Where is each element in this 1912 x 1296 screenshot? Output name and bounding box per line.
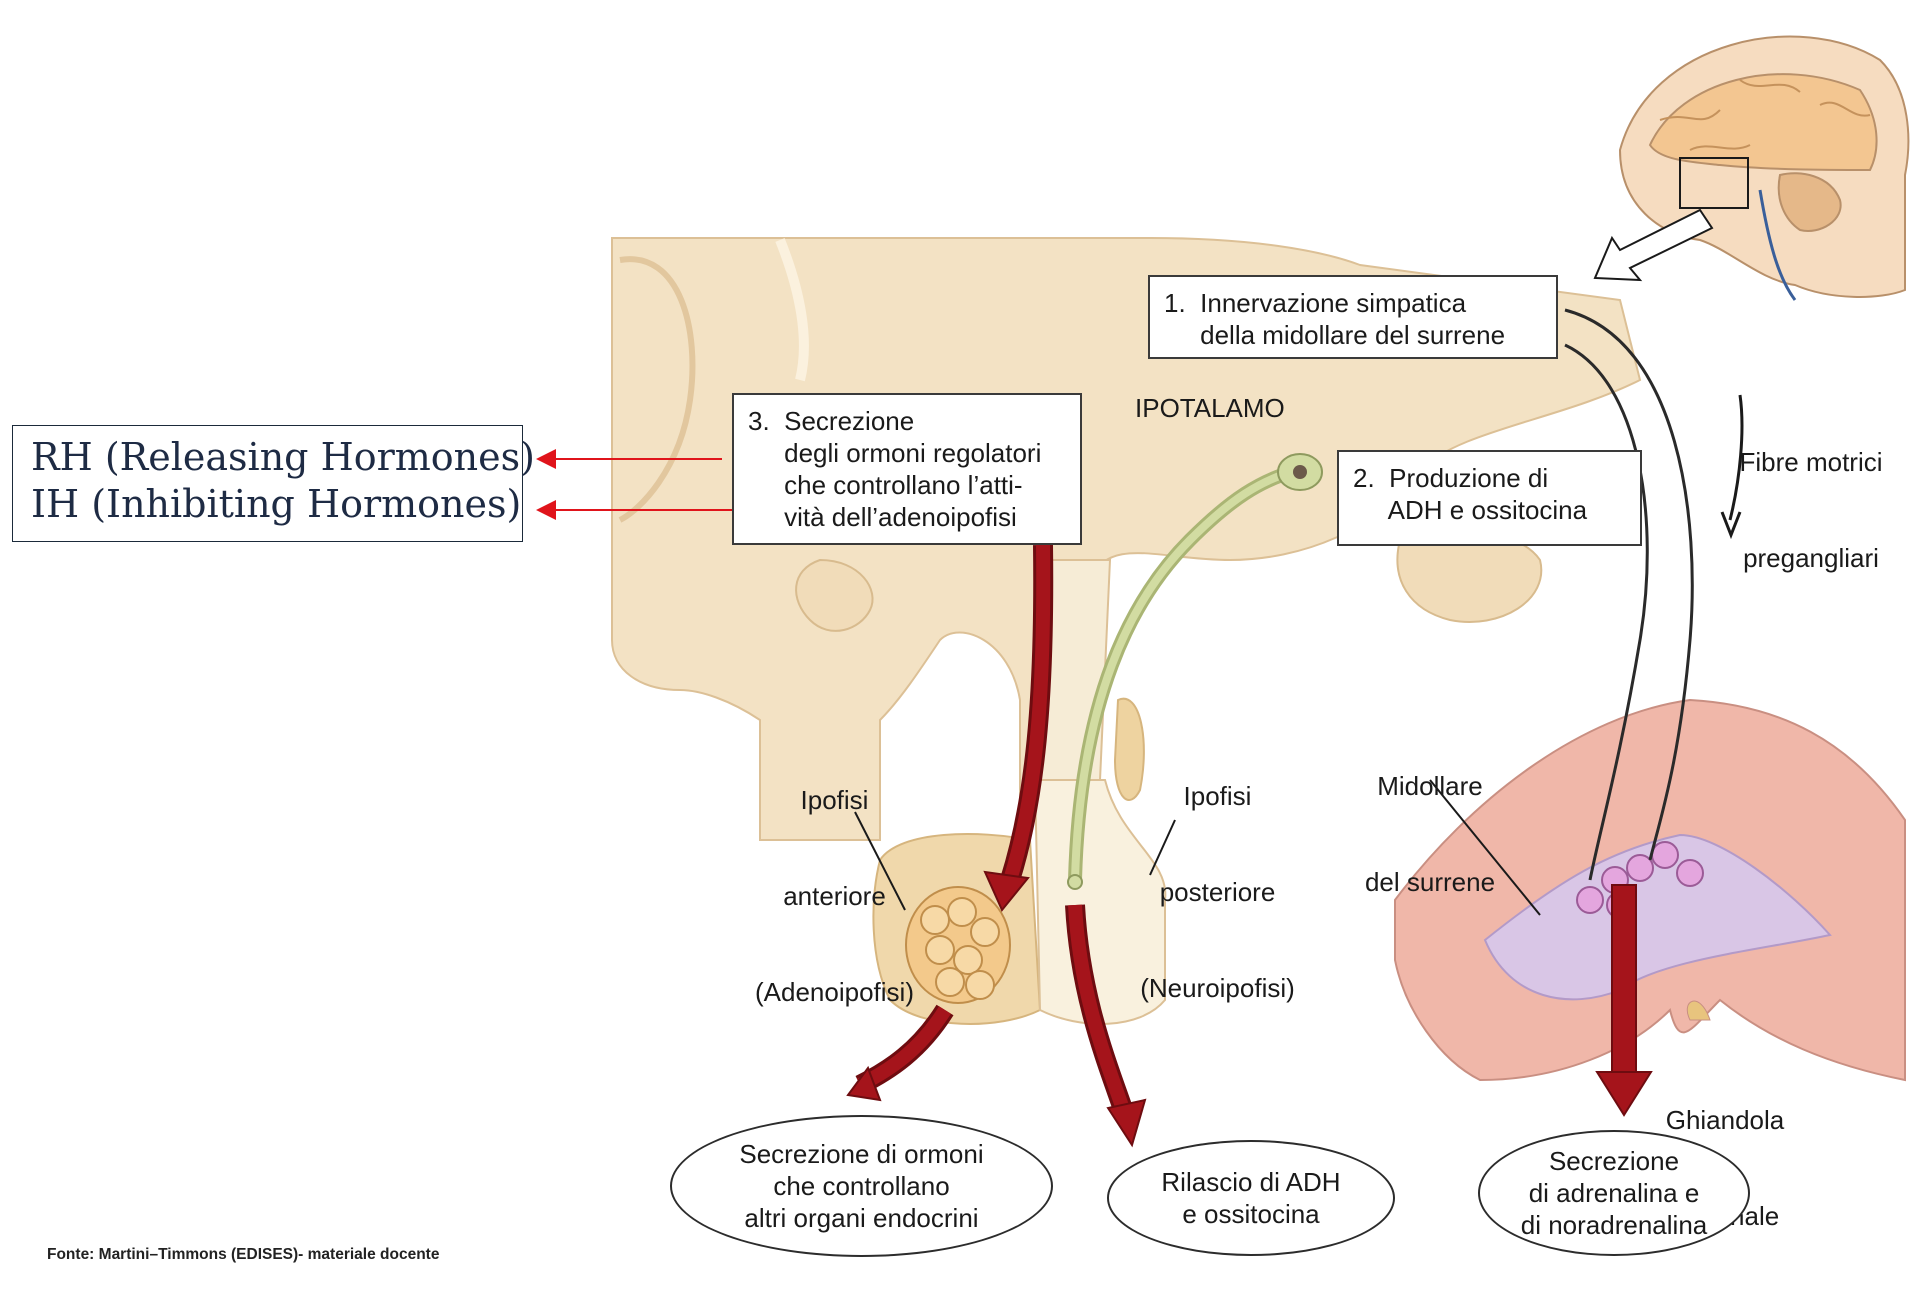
anterior-pituitary-line-3: (Adenoipofisi): [722, 976, 947, 1008]
outcome-2-line-1: Rilascio di ADH: [1161, 1166, 1340, 1198]
posterior-pituitary-label: Ipofisi posteriore (Neuroipofisi): [1125, 716, 1310, 1068]
motor-fibers-line-2: pregangliari: [1726, 542, 1896, 574]
outcome-3-line-3: di noradrenalina: [1521, 1209, 1707, 1241]
box-3-line-2: degli ormoni regolatori: [748, 437, 1066, 469]
box-3-line-4: vità dell’adenoipofisi: [748, 501, 1066, 533]
hypothalamus-label: IPOTALAMO: [1135, 392, 1285, 424]
outcome-adh-release: Rilascio di ADH e ossitocina: [1107, 1140, 1395, 1256]
adrenal-gland-line-1: Ghiandola: [1640, 1104, 1810, 1136]
box-regulatory-secretion: 3. Secrezione degli ormoni regolatori ch…: [732, 393, 1082, 545]
ih-label: IH (Inhibiting Hormones): [31, 481, 504, 528]
posterior-pituitary-line-2: posteriore: [1125, 876, 1310, 908]
box-1-line-1: 1. Innervazione simpatica: [1164, 287, 1542, 319]
outcome-3-line-2: di adrenalina e: [1529, 1177, 1700, 1209]
outcome-adrenaline-secretion: Secrezione di adrenalina e di noradrenal…: [1478, 1130, 1750, 1256]
box-1-line-2: della midollare del surrene: [1164, 319, 1542, 351]
outcome-2-line-2: e ossitocina: [1182, 1198, 1319, 1230]
source-credit: Fonte: Martini–Timmons (EDISES)- materia…: [47, 1246, 439, 1264]
anterior-pituitary-line-1: Ipofisi: [722, 784, 947, 816]
outcome-3-line-1: Secrezione: [1549, 1145, 1679, 1177]
box-3-line-3: che controllano l’atti-: [748, 469, 1066, 501]
adrenal-medulla-line-1: Midollare: [1340, 770, 1520, 802]
illustration: [0, 0, 1912, 1265]
motor-fibers-label: Fibre motrici pregangliari: [1726, 382, 1896, 638]
posterior-pituitary-line-3: (Neuroipofisi): [1125, 972, 1310, 1004]
box-2-line-2: ADH e ossitocina: [1353, 494, 1626, 526]
anterior-pituitary-line-2: anteriore: [722, 880, 947, 912]
box-3-line-1: 3. Secrezione: [748, 405, 1066, 437]
rh-label: RH (Releasing Hormones): [31, 434, 504, 481]
outcome-hormone-secretion: Secrezione di ormoni che controllano alt…: [670, 1115, 1053, 1257]
inset-brain-sagittal: [1595, 37, 1908, 300]
posterior-pituitary-line-1: Ipofisi: [1125, 780, 1310, 812]
hormone-annotation-box: RH (Releasing Hormones) IH (Inhibiting H…: [12, 425, 523, 542]
neuroendocrine-diagram: RH (Releasing Hormones) IH (Inhibiting H…: [0, 0, 1912, 1265]
motor-fibers-line-1: Fibre motrici: [1726, 446, 1896, 478]
outcome-1-line-1: Secrezione di ormoni: [739, 1138, 983, 1170]
adrenal-medulla-label: Midollare del surrene: [1340, 706, 1520, 962]
outcome-1-line-2: che controllano: [773, 1170, 949, 1202]
box-sympathetic-innervation: 1. Innervazione simpatica della midollar…: [1148, 275, 1558, 359]
anterior-pituitary-label: Ipofisi anteriore (Adenoipofisi): [722, 720, 947, 1072]
box-adh-production: 2. Produzione di ADH e ossitocina: [1337, 450, 1642, 546]
box-2-line-1: 2. Produzione di: [1353, 462, 1626, 494]
outcome-1-line-3: altri organi endocrini: [744, 1202, 978, 1234]
adrenal-medulla-line-2: del surrene: [1340, 866, 1520, 898]
